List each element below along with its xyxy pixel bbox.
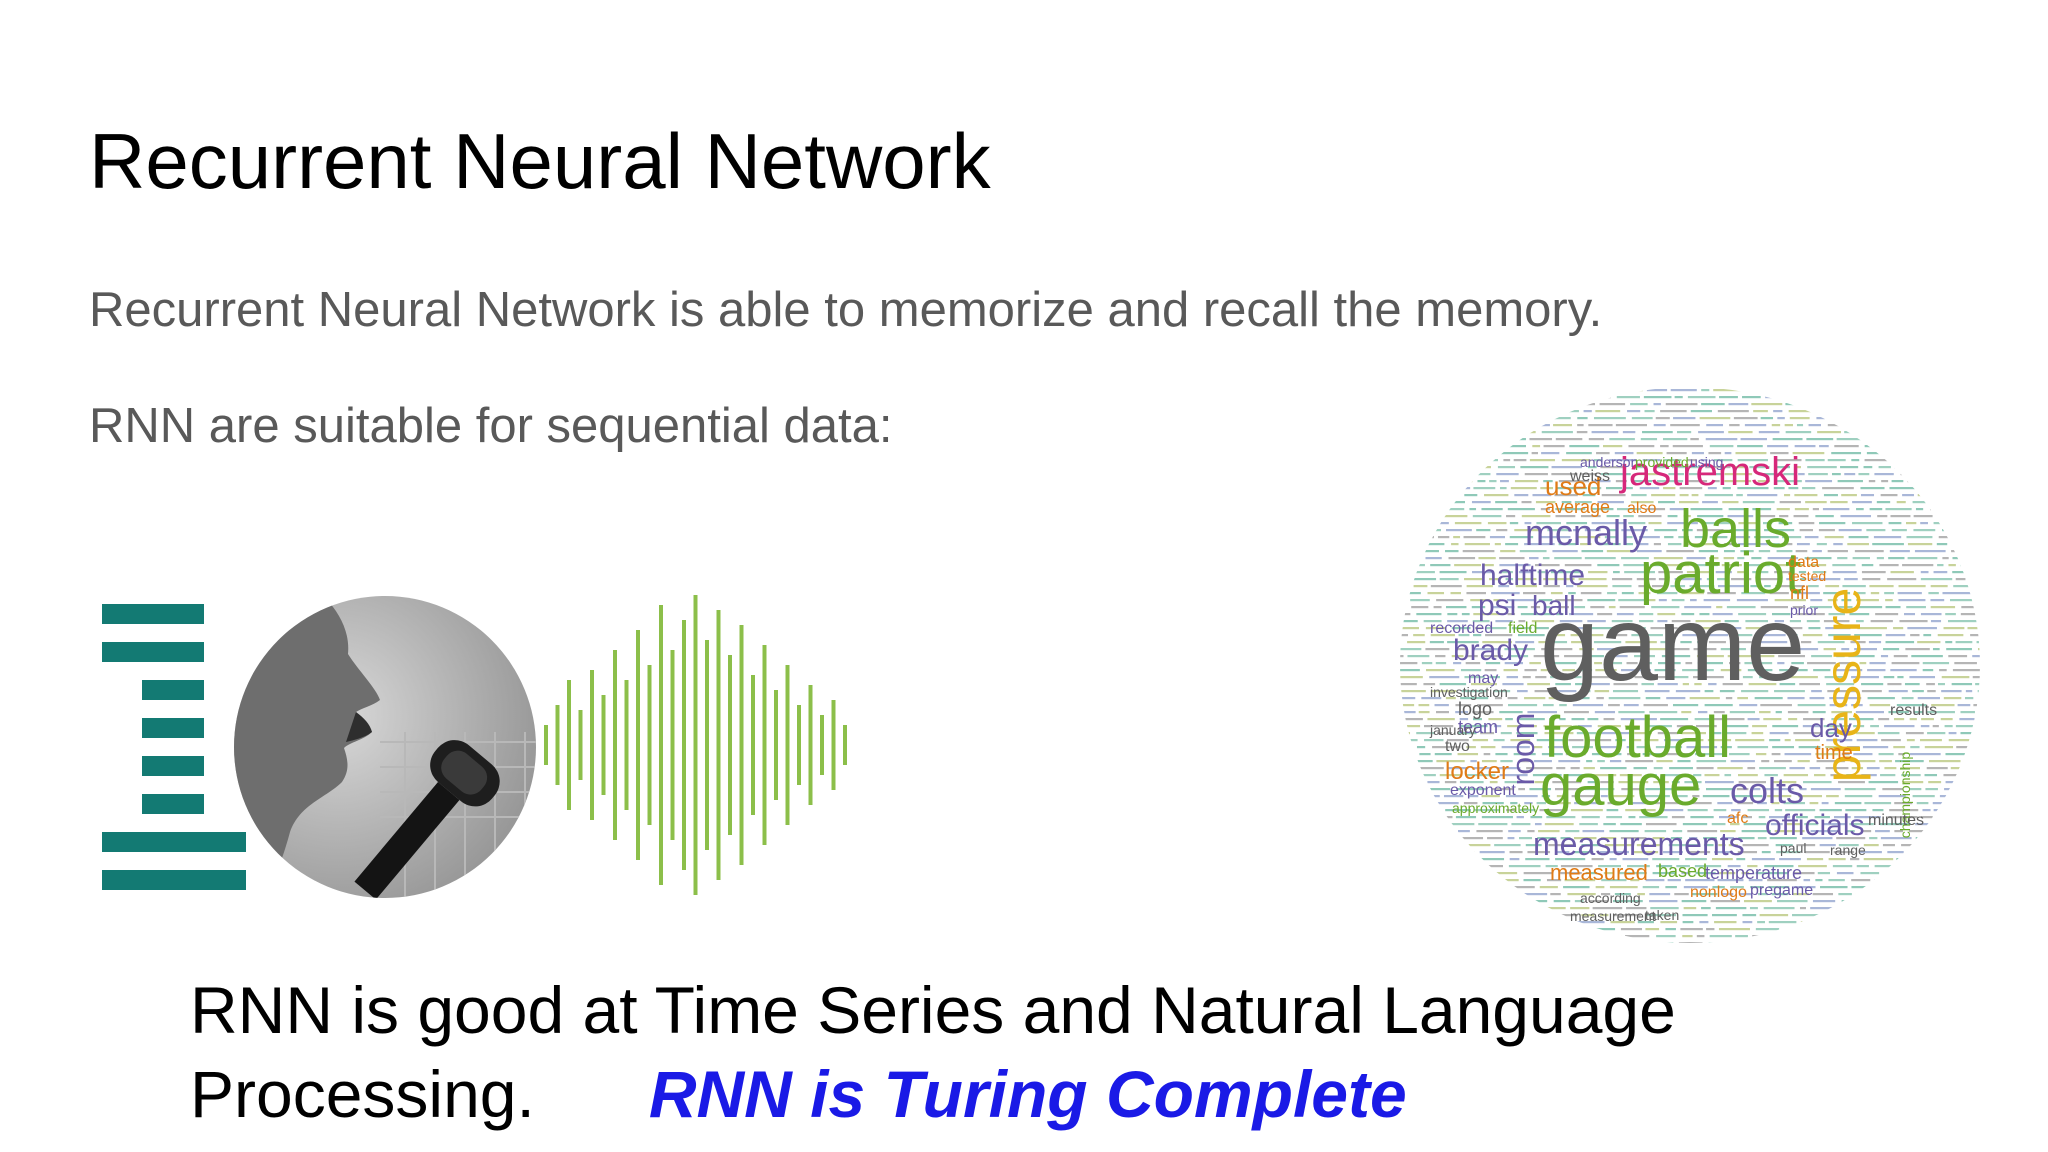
word-cloud-word: halftime: [1480, 559, 1585, 592]
word-cloud-word: recorded: [1430, 620, 1493, 637]
word-cloud-word: investigation: [1430, 684, 1508, 700]
word-cloud-word: psi: [1478, 589, 1516, 622]
word-cloud-word: afc: [1727, 810, 1748, 827]
waveform-bar: [751, 675, 755, 815]
word-cloud-word: using: [1690, 454, 1723, 470]
word-cloud-word: prior: [1790, 602, 1818, 618]
waveform-bar: [705, 640, 709, 850]
word-cloud-word: weiss: [1569, 468, 1610, 485]
waveform-bar: [774, 690, 778, 800]
word-cloud-word: minutes: [1868, 812, 1924, 829]
waveform-bar: [544, 725, 548, 765]
word-cloud-word: football: [1544, 705, 1731, 770]
word-cloud-word: mcnally: [1525, 512, 1647, 553]
word-cloud-word: used: [1545, 471, 1601, 501]
word-cloud-word: based: [1658, 861, 1707, 881]
word-cloud-word: colts: [1730, 770, 1804, 811]
word-cloud-word: tested: [1788, 568, 1826, 584]
waveform-bar: [831, 700, 836, 790]
waveform-bar: [624, 680, 629, 810]
word-cloud-word: data: [1788, 554, 1819, 571]
word-cloud-word: two: [1445, 738, 1470, 755]
word-cloud-word: exponent: [1450, 782, 1516, 799]
waveform-bar: [762, 645, 767, 845]
word-cloud-word: also: [1627, 500, 1656, 517]
word-cloud-word: according: [1580, 890, 1641, 906]
word-cloud-word: patriot: [1640, 541, 1801, 606]
waveform-bar: [716, 610, 721, 880]
word-cloud-word: results: [1890, 702, 1937, 719]
word-cloud-word: time: [1815, 742, 1853, 764]
caption: RNN is good at Time Series and Natural L…: [190, 968, 1676, 1136]
word-cloud-word: may: [1468, 670, 1498, 687]
waveform-bar: [682, 620, 686, 870]
speaker-photo: [234, 596, 536, 898]
waveform-bar: [820, 715, 824, 775]
waveform-bar: [613, 650, 617, 840]
waveform-bar: [601, 695, 606, 795]
word-cloud-word: taken: [1645, 907, 1679, 923]
word-cloud-word: pregame: [1750, 882, 1813, 899]
word-cloud-word: championship: [1897, 752, 1913, 839]
body-text-memory: Recurrent Neural Network is able to memo…: [89, 283, 1603, 337]
word-cloud-word: nonlogo: [1690, 884, 1747, 901]
waveform-bar: [843, 725, 847, 765]
waveform-bar: [670, 650, 675, 840]
waveform-bar: [555, 705, 560, 785]
word-cloud-word: temperature: [1705, 863, 1802, 883]
waveform-bar: [728, 655, 732, 835]
word-cloud-word: provided: [1635, 454, 1689, 470]
word-cloud-word: approximately: [1452, 800, 1539, 816]
body-text-sequential: RNN are suitable for sequential data:: [89, 399, 893, 453]
caption-line-1: RNN is good at Time Series and Natural L…: [190, 973, 1676, 1047]
waveform-bar: [785, 665, 790, 825]
word-cloud-word: locker: [1445, 758, 1509, 785]
turing-complete-highlight: RNN is Turing Complete: [648, 1057, 1407, 1131]
waveform-bar: [578, 710, 583, 780]
word-cloud-word: measurements: [1533, 826, 1745, 862]
word-cloud-word: field: [1508, 620, 1537, 637]
word-cloud-word: game: [1540, 585, 1805, 703]
waveform-bar: [693, 595, 698, 895]
bars-icon: [102, 604, 246, 890]
slide-title: Recurrent Neural Network: [89, 117, 991, 205]
waveform-bar: [659, 605, 663, 885]
word-cloud-word: measurement: [1570, 908, 1656, 924]
word-cloud-word: gauge: [1540, 753, 1701, 818]
waveform-bar: [808, 685, 813, 805]
caption-line-2: Processing.: [190, 1057, 535, 1131]
waveform-bar: [647, 665, 652, 825]
waveform-bar: [739, 625, 744, 865]
waveform-icon: [544, 595, 847, 895]
word-cloud-word: balls: [1680, 499, 1791, 559]
word-cloud-word: jastremski: [1619, 450, 1800, 494]
word-cloud-word: room: [1505, 713, 1541, 786]
waveform-bar: [797, 705, 801, 785]
word-cloud-word: officials: [1765, 809, 1865, 842]
word-cloud-word: brady: [1453, 634, 1528, 667]
word-cloud-word: paul: [1780, 840, 1806, 856]
word-cloud-word: anderson: [1580, 454, 1638, 470]
word-cloud-word: logo: [1458, 699, 1492, 719]
word-cloud-word: team: [1458, 717, 1498, 737]
word-cloud-word: range: [1830, 842, 1866, 858]
waveform-bar: [567, 680, 571, 810]
waveform-bar: [590, 670, 594, 820]
word-cloud-word: january: [1429, 722, 1476, 738]
waveform-bar: [636, 630, 640, 860]
word-cloud-word: pressure: [1815, 588, 1871, 783]
word-cloud-word: day: [1810, 713, 1852, 743]
word-cloud-word: ball: [1532, 590, 1576, 621]
word-cloud-word: measured: [1550, 860, 1648, 885]
word-cloud-word: nfl: [1790, 583, 1809, 603]
word-cloud-word: average: [1545, 497, 1610, 517]
